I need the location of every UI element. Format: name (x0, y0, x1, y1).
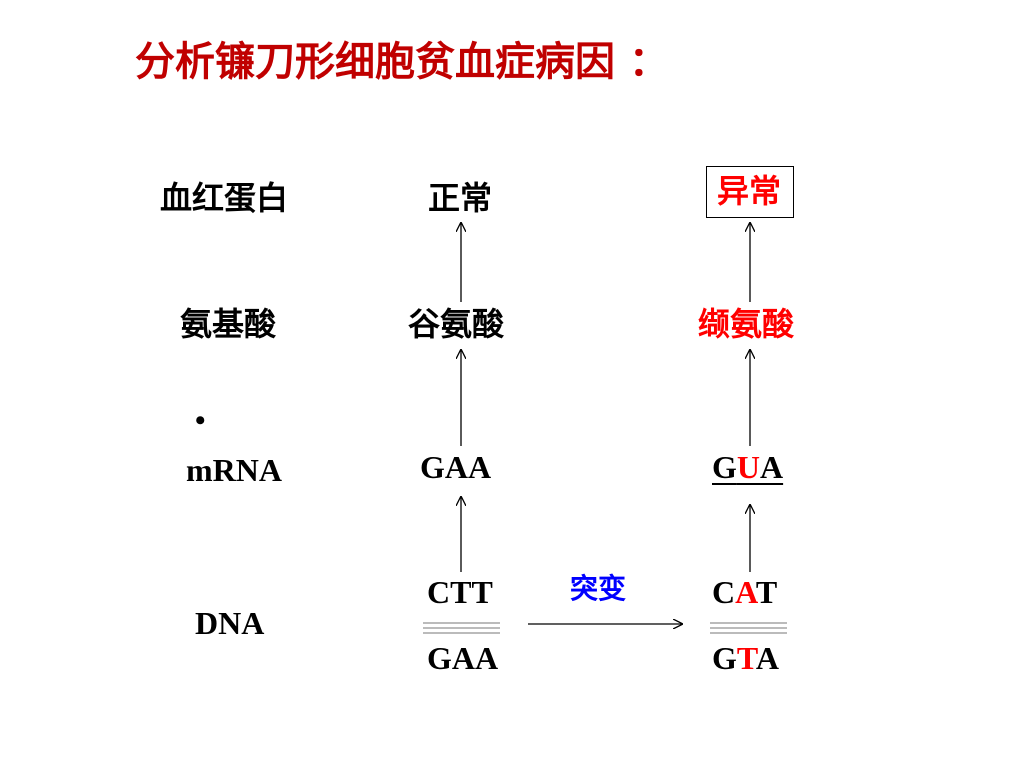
bullet: • (195, 404, 206, 437)
normal-amino-acid: 谷氨酸 (408, 305, 505, 343)
abnormal-dna-top-base-1: C (712, 574, 736, 610)
abnormal-dna-top-base-2-mutated: A (735, 574, 756, 610)
abnormal-protein: 异常 (717, 172, 782, 210)
row-label-protein: 血红蛋白 (160, 179, 289, 217)
abnormal-dna-top: CAT (712, 576, 777, 608)
abnormal-mrna-codon: GUA (712, 451, 783, 483)
row-label-amino-acid: 氨基酸 (180, 305, 277, 343)
mutation-label: 突变 (570, 572, 627, 605)
abnormal-protein-box: 异常 (706, 166, 795, 218)
row-label-dna: DNA (195, 605, 265, 641)
abnormal-dna-top-base-3: T (755, 574, 778, 610)
abnormal-mrna-base-1: G (712, 449, 737, 485)
normal-mrna-codon: GAA (420, 449, 492, 485)
normal-dna-top: CTT (427, 574, 493, 610)
abnormal-dna-bottom-base-1: G (712, 640, 737, 676)
normal-dna-bottom: GAA (427, 640, 499, 676)
normal-protein: 正常 (428, 179, 493, 217)
row-label-mrna: mRNA (186, 452, 282, 488)
abnormal-dna-bottom: GTA (712, 642, 779, 674)
page-title: 分析镰刀形细胞贫血症病因 ： (135, 39, 669, 85)
abnormal-mrna-base-2-mutated: U (736, 449, 760, 485)
abnormal-dna-bottom-base-2-mutated: T (736, 640, 756, 676)
abnormal-mrna-base-3: A (760, 449, 784, 485)
abnormal-amino-acid: 缬氨酸 (698, 305, 795, 343)
abnormal-dna-bottom-base-3: A (755, 640, 779, 676)
